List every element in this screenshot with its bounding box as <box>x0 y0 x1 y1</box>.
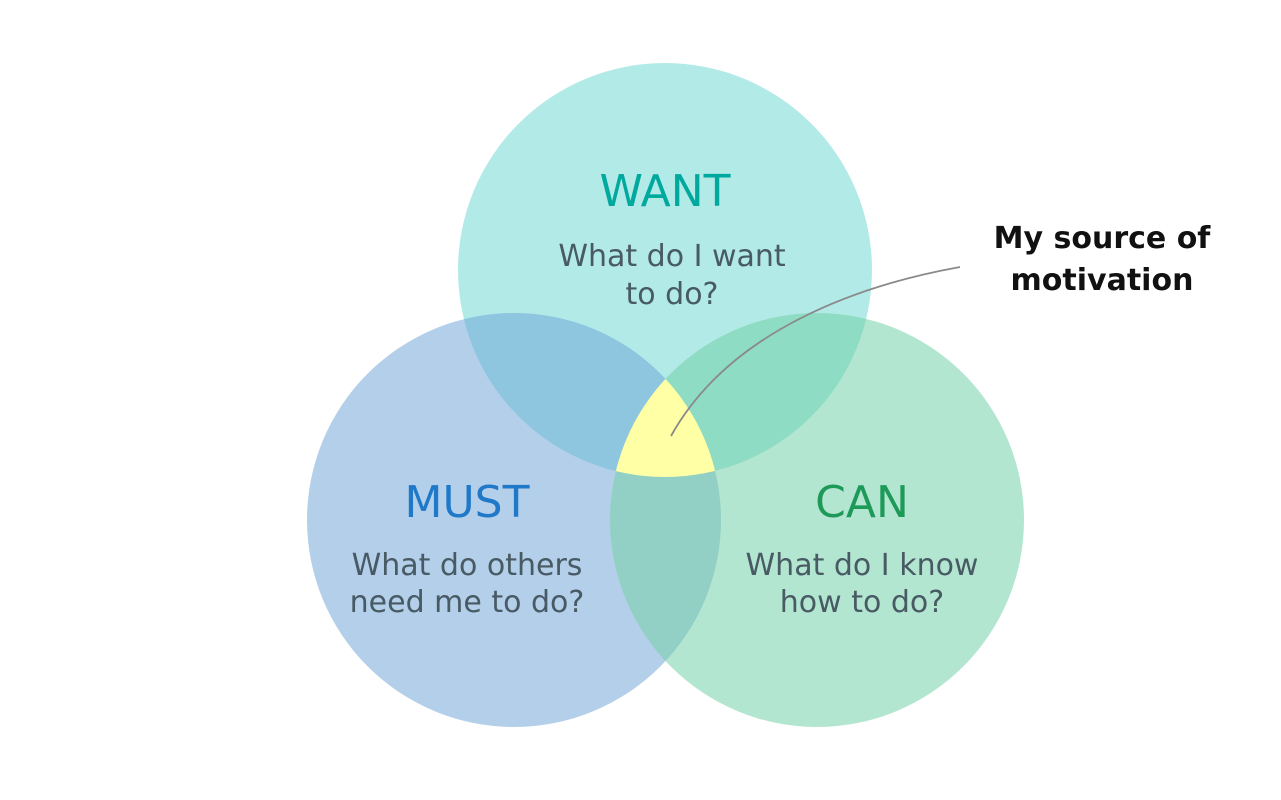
can-question-line1: What do I know <box>746 548 979 583</box>
can-title: CAN <box>815 477 909 528</box>
want-question-line1: What do I want <box>558 239 786 274</box>
want-question-line2: to do? <box>626 277 719 312</box>
can-question-line2: how to do? <box>780 585 944 620</box>
callout-label-line1: My source of <box>994 221 1212 256</box>
want-title: WANT <box>600 166 731 217</box>
must-title: MUST <box>405 477 530 528</box>
want-must-overlap <box>458 313 721 477</box>
callout-connector <box>670 266 961 437</box>
must-question-line2: need me to do? <box>350 585 585 620</box>
must-question-line1: What do others <box>352 548 583 583</box>
callout-label-line2: motivation <box>1011 263 1194 298</box>
want-can-overlap <box>610 313 872 477</box>
